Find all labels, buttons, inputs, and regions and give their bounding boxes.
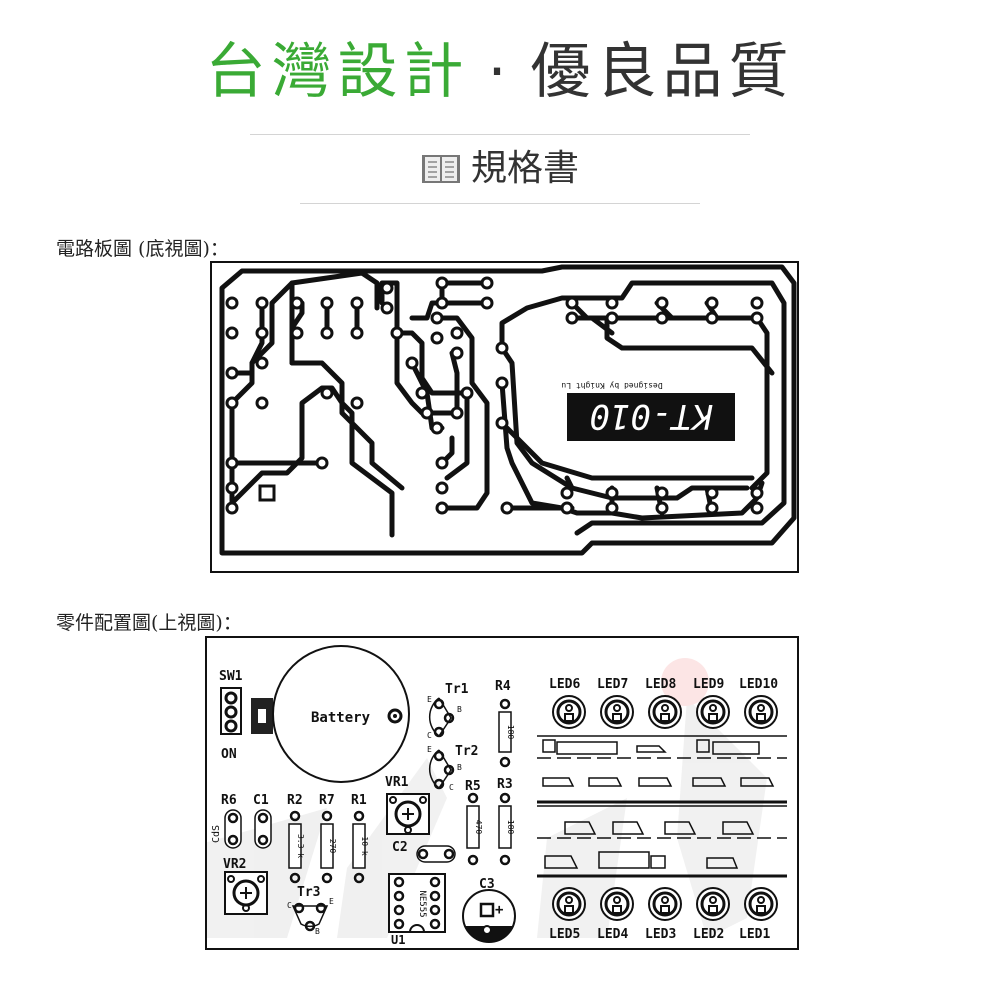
r2-body [288,823,302,869]
title-green: 台灣設計 [205,37,470,107]
r6-label: R6 [221,793,237,808]
tr2-label: Tr2 [455,744,478,759]
title-gray: 優良品質 [530,37,795,107]
r1-value: 10 k [360,836,369,855]
battery-label: Battery [311,710,371,726]
component-layout-view: SW1 ON Battery Tr1 E B C Tr2 E B C R4 18… [177,636,799,950]
r7-label: R7 [319,793,335,808]
c3-plus-mark: + [495,902,503,918]
led9-label: LED9 [693,677,724,692]
tr1-outline [428,697,452,738]
spec-heading: 規格書 [0,146,1000,192]
divider-top [250,134,750,135]
book-icon [421,155,460,183]
c2-label: C2 [392,840,408,855]
u1-label: U1 [391,933,405,947]
led3-label: LED3 [645,927,676,942]
pcb-square-pad [258,484,276,502]
sw1-on-label: ON [221,747,237,762]
tr1-pin-c: C [427,731,432,740]
led4-label: LED4 [597,927,628,942]
r4-label: R4 [495,679,511,694]
tr2-pin-c: C [449,783,454,792]
vr1-label: VR1 [385,775,409,790]
tr1-pin-e: E [427,695,432,704]
u1-ic-body [388,873,446,933]
tr2-pin-e: E [427,745,432,754]
led-row-bottom [552,887,778,921]
tr3-outline [291,905,329,928]
page-title: 台灣設計·優良品質 [0,34,1000,110]
tr3-pin-e: E [329,897,334,906]
r5-body [466,805,480,849]
tr1-pin-b: B [457,705,462,714]
pcb-section-label: 電路板圖 (底視圖)： [56,238,229,260]
r7-body [320,823,334,869]
tr2-outline [428,749,452,790]
pcb-bottom-view: KT-010 Designed by Knight Lu [210,261,799,573]
cds-label: CdS [211,825,222,843]
ic-label: NE555 [417,890,427,917]
led-row-top [552,695,778,729]
r2-value: 3.3 k [296,834,305,858]
component-layout-drawing: SW1 ON Battery Tr1 E B C Tr2 E B C R4 18… [177,645,787,947]
r5-value: 470 [474,820,483,835]
pcb-model-block [567,393,735,441]
r2-label: R2 [287,793,303,808]
led2-label: LED2 [693,927,724,942]
tr3-label: Tr3 [297,885,320,900]
vr2-label: VR2 [223,857,246,872]
r7-value: 270 [328,839,337,854]
r1-body [352,823,366,869]
r1-label: R1 [351,793,367,808]
tr3-pin-b: B [315,927,320,936]
sw1-label: SW1 [219,669,243,684]
r3-label: R3 [497,777,513,792]
c1-body [254,809,272,849]
battery-holder [272,645,410,783]
pcb-credit-text: Designed by Knight Lu [561,381,662,390]
c3-label: C3 [479,877,495,892]
road-illustration [537,735,787,878]
layout-section-label: 零件配置圖(上視圖)： [56,612,242,634]
c1-label: C1 [253,793,269,808]
tr2-pin-b: B [457,763,462,772]
led7-label: LED7 [597,677,628,692]
sw1-body [220,687,242,735]
led6-label: LED6 [549,677,580,692]
led10-label: LED10 [739,677,778,692]
tr3-pin-c: C [287,901,292,910]
r4-body [498,711,512,753]
spec-title: 規格書 [470,148,579,189]
r4-value: 180 [506,725,515,740]
tr1-label: Tr1 [445,682,469,697]
led1-label: LED1 [739,927,770,942]
r3-value: 180 [506,820,515,835]
r6-cds-body [224,809,242,849]
pcb-trace-drawing: KT-010 Designed by Knight Lu [219,264,797,556]
c2-body [416,845,456,863]
led8-label: LED8 [645,677,676,692]
title-separator: · [487,37,513,107]
r3-body [498,805,512,849]
led5-label: LED5 [549,927,580,942]
divider-bottom [300,203,700,204]
r5-label: R5 [465,779,481,794]
pcb-model-text: KT-010 [590,396,714,436]
